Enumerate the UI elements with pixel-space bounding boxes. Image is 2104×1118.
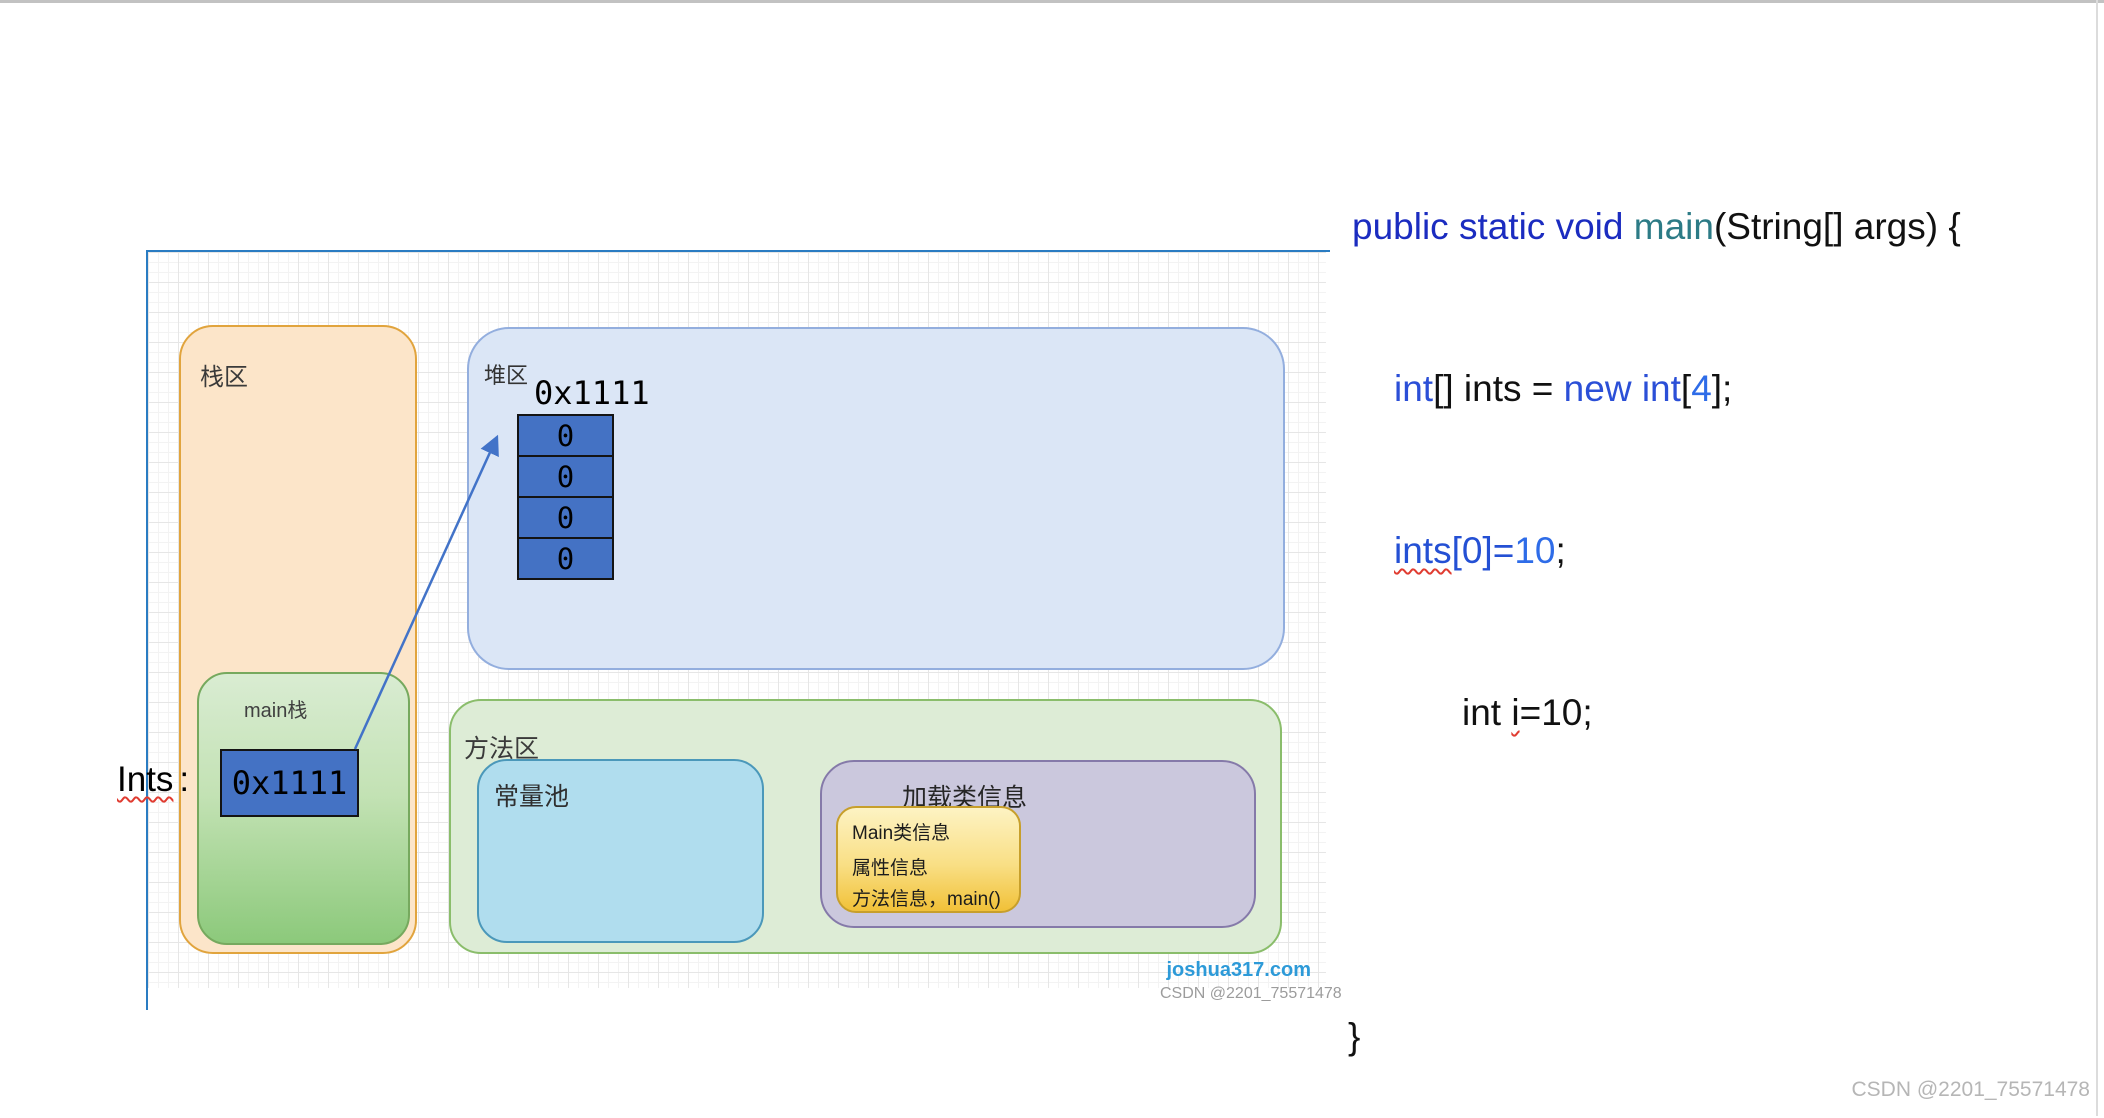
code-keyword: int [1394, 368, 1434, 409]
array-cell: 0 [556, 418, 575, 453]
code-text: [ [1680, 368, 1692, 409]
ints-value-box: 0x1111 [220, 749, 359, 817]
code-line: int i=10; [1462, 686, 1961, 740]
csdn-watermark-diagram: CSDN @2201_75571478 [1160, 985, 1342, 1002]
code-text: (String[] args) { [1713, 206, 1961, 247]
constant-pool-label: 常量池 [494, 783, 570, 811]
ints-variable-name: Ints [117, 760, 174, 799]
code-reference: ints [1394, 530, 1452, 571]
array-cell: 0 [519, 496, 612, 537]
class-info-item: 方法信息，main() [852, 889, 1001, 910]
class-info-item: 属性信息 [852, 858, 929, 879]
ints-variable-colon: : [179, 760, 190, 799]
code-line: } [1348, 1010, 1961, 1064]
code-method-name: main [1633, 206, 1714, 247]
main-stack-label: main栈 [244, 700, 308, 722]
code-line-blank [1348, 848, 1961, 902]
page-right-border [2096, 0, 2098, 1116]
stack-region-label: 栈区 [200, 364, 248, 391]
code-keyword: public static void [1352, 206, 1634, 247]
code-line: public static void main(String[] args) { [1352, 200, 1961, 254]
code-text: i [1511, 692, 1520, 733]
code-line: ints[0]=10; [1394, 524, 1961, 578]
code-text: ]; [1711, 368, 1733, 409]
code-literal: 10 [1514, 530, 1556, 571]
int-array: 0 0 0 0 [517, 414, 614, 580]
code-text: } [1348, 1016, 1361, 1057]
code-text: [] ints = [1433, 368, 1564, 409]
class-info-card: Main类信息 属性信息 方法信息，main() [836, 806, 1021, 913]
csdn-watermark-page: CSDN @2201_75571478 [1851, 1078, 2091, 1101]
code-text: ; [1555, 530, 1566, 571]
code-line: int[] ints = new int[4]; [1394, 362, 1961, 416]
ints-variable-label: Ints: [117, 760, 189, 800]
array-cell: 0 [519, 537, 612, 578]
constant-pool-region: 常量池 [477, 759, 764, 943]
diagram-canvas: 栈区 main栈 0x1111 堆区 0x1111 0 0 0 0 方法区 常量… [146, 250, 1330, 1010]
class-info-item: Main类信息 [852, 823, 951, 844]
heap-region-label: 堆区 [484, 363, 529, 388]
page-top-border [0, 0, 2104, 3]
code-text: int [1462, 692, 1512, 733]
heap-address-label: 0x1111 [534, 374, 650, 412]
stack-region: 栈区 main栈 [179, 325, 417, 954]
code-block: public static void main(String[] args) {… [1348, 92, 1961, 1118]
array-cell: 0 [519, 455, 612, 496]
code-text: =10; [1519, 692, 1593, 733]
site-watermark: joshua317.com [1166, 959, 1311, 981]
class-info-region: 加载类信息 Main类信息 属性信息 方法信息，main() [820, 760, 1256, 928]
code-keyword: new int [1563, 368, 1681, 409]
code-reference: [0]= [1451, 530, 1515, 571]
code-literal: 4 [1691, 368, 1712, 409]
